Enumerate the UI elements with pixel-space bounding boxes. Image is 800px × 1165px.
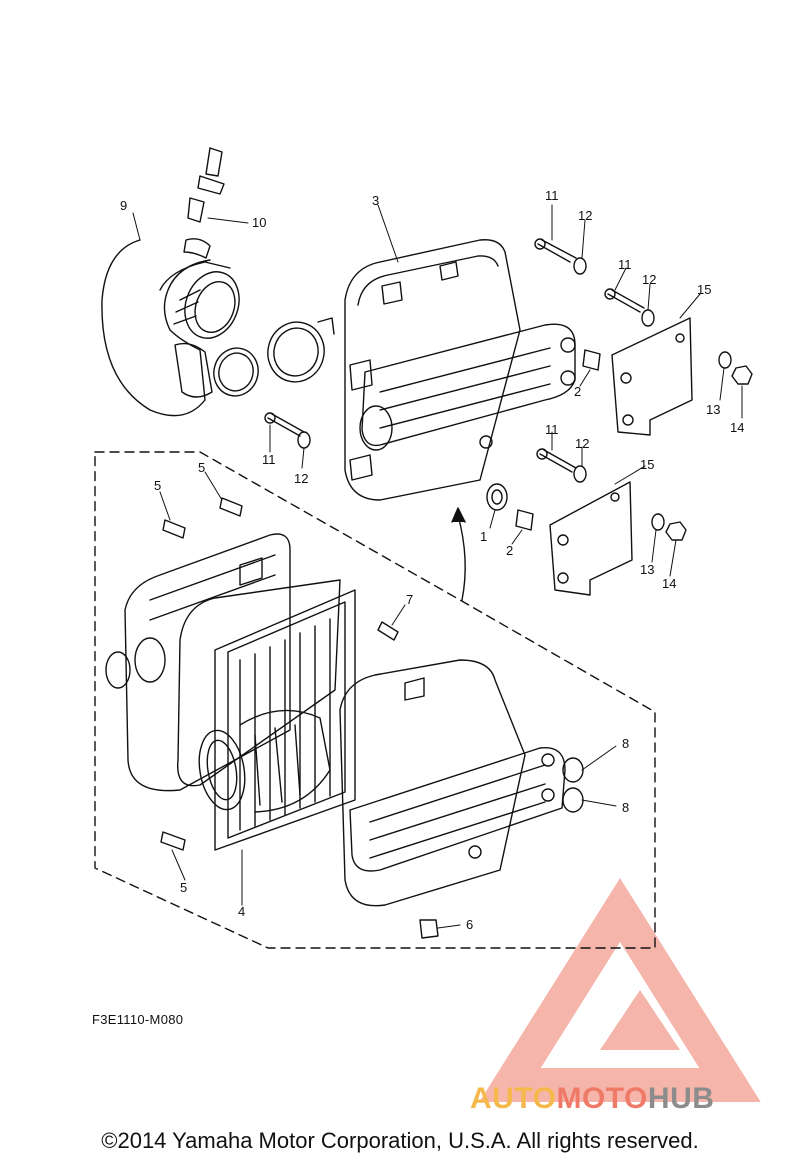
assembly-arrow-icon bbox=[457, 514, 466, 601]
brand-part-hub: HUB bbox=[647, 1082, 715, 1115]
callout-6: 6 bbox=[466, 917, 473, 932]
callout-9: 9 bbox=[120, 198, 127, 213]
air-filter-element-icon bbox=[214, 589, 356, 851]
callout-12: 12 bbox=[578, 208, 592, 223]
nut-icon bbox=[665, 365, 753, 541]
callout-10: 10 bbox=[252, 215, 266, 230]
case-cap-icon bbox=[105, 533, 291, 792]
drain-plug-icon bbox=[419, 919, 439, 939]
intake-funnel-icon bbox=[198, 709, 331, 813]
copyright-notice: ©2014 Yamaha Motor Corporation, U.S.A. A… bbox=[101, 1128, 699, 1153]
intake-hose-icon bbox=[183, 147, 225, 259]
callout-8: 8 bbox=[622, 800, 629, 815]
clip-icon bbox=[160, 497, 243, 851]
callout-15: 15 bbox=[697, 282, 711, 297]
callout-7: 7 bbox=[406, 592, 413, 607]
leader-lines bbox=[132, 204, 743, 929]
callout-4: 4 bbox=[238, 904, 245, 919]
callout-13: 13 bbox=[706, 402, 720, 417]
callout-11: 11 bbox=[262, 452, 276, 467]
callout-12: 12 bbox=[575, 436, 589, 451]
diagram-code: F3E1110-M080 bbox=[92, 1012, 184, 1027]
brand-part-auto: AUTO bbox=[470, 1082, 557, 1115]
screw-icon bbox=[377, 621, 399, 641]
callout-12: 12 bbox=[294, 471, 308, 486]
callout-15: 15 bbox=[640, 457, 654, 472]
callout-5: 5 bbox=[154, 478, 161, 493]
callout-13: 13 bbox=[640, 562, 654, 577]
callout-2: 2 bbox=[506, 543, 513, 558]
exploded-view-border bbox=[94, 451, 656, 949]
gasket-icon bbox=[176, 579, 341, 787]
bolt-icon bbox=[264, 238, 645, 473]
callout-11: 11 bbox=[545, 422, 559, 437]
callout-5: 5 bbox=[198, 460, 205, 475]
callout-1: 1 bbox=[480, 529, 487, 544]
bracket-icon bbox=[549, 317, 693, 596]
grommet-icon bbox=[486, 349, 601, 531]
brand-part-moto: MOTO bbox=[556, 1082, 648, 1115]
lower-case-icon bbox=[339, 659, 584, 907]
air-duct-icon bbox=[101, 239, 240, 417]
callout-8: 8 bbox=[622, 736, 629, 751]
callout-11: 11 bbox=[618, 257, 632, 272]
callout-12: 12 bbox=[642, 272, 656, 287]
hose-clamp-icon bbox=[213, 317, 335, 397]
watermark-logo-icon bbox=[479, 878, 761, 1102]
air-box-case-icon bbox=[344, 239, 576, 501]
callout-labels: 9 10 3 11 12 11 12 15 2 13 14 11 12 11 1… bbox=[120, 188, 744, 932]
callout-11: 11 bbox=[545, 188, 559, 203]
callout-14: 14 bbox=[730, 420, 744, 435]
callout-3: 3 bbox=[372, 193, 379, 208]
callout-14: 14 bbox=[662, 576, 676, 591]
callout-5: 5 bbox=[180, 880, 187, 895]
watermark-brand: AUTOMOTOHUB bbox=[470, 1082, 714, 1116]
callout-2: 2 bbox=[574, 384, 581, 399]
